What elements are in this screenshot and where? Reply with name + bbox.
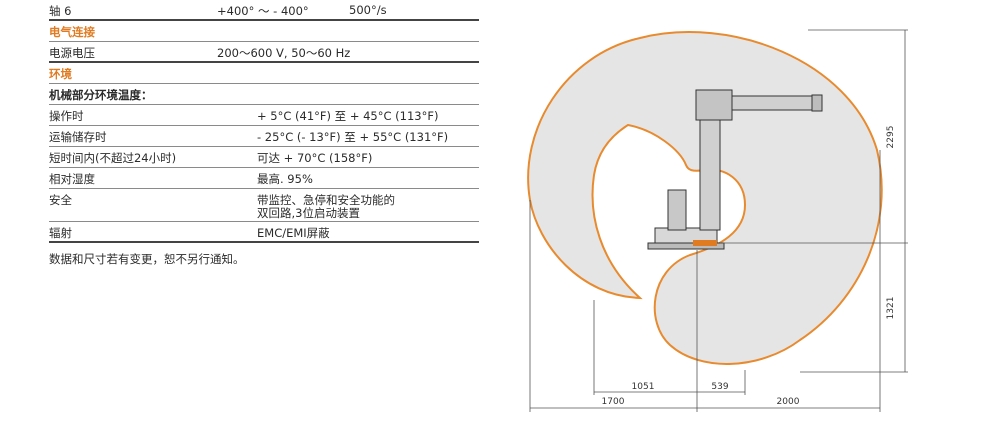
spec-row-operation: 操作时 + 5°C (41°F) 至 + 45°C (113°F)	[49, 105, 479, 126]
dimension-lines	[529, 29, 908, 412]
spec-label: 相对湿度	[49, 172, 95, 186]
robot-accent	[693, 240, 717, 246]
section-title: 环境	[49, 67, 72, 81]
spec-value: 可达 + 70°C (158°F)	[257, 151, 373, 165]
spec-label: 短时间内(不超过24小时)	[49, 151, 177, 165]
spec-speed: 500°/s	[349, 3, 387, 17]
robot-silhouette	[647, 89, 823, 250]
spec-label: 操作时	[49, 109, 84, 123]
dimension-2000: 2000	[777, 397, 800, 407]
spec-label: 轴 6	[49, 4, 72, 18]
spec-value: 200～600 V, 50～60 Hz	[217, 46, 351, 60]
robot-motor	[667, 189, 687, 231]
spec-value-line1: 带监控、急停和安全功能的	[257, 193, 395, 207]
subsection-title: 机械部分环境温度：	[49, 88, 153, 102]
spec-label: 辐射	[49, 226, 72, 240]
robot-wrist	[811, 94, 823, 112]
spec-row-voltage: 电源电压 200～600 V, 50～60 Hz	[49, 42, 479, 63]
disclaimer-note: 数据和尺寸若有变更，恕不另行通知。	[49, 252, 245, 266]
spec-row-ambient: 机械部分环境温度：	[49, 84, 479, 105]
spec-label: 运输储存时	[49, 130, 107, 144]
dimension-1700: 1700	[602, 397, 625, 407]
spec-row-safety: 安全 带监控、急停和安全功能的 双回路,3位启动装置	[49, 189, 479, 222]
dimension-1051: 1051	[632, 382, 655, 392]
spec-row-radiation: 辐射 EMC/EMI屏蔽	[49, 222, 479, 243]
section-title: 电气连接	[49, 25, 95, 39]
robot-base-foot	[647, 242, 725, 250]
spec-table: 轴 6 +400° ～ - 400° 500°/s 电气连接 电源电压 200～…	[49, 0, 479, 243]
dimension-2295: 2295	[886, 126, 896, 149]
spec-row-transport: 运输储存时 - 25°C (- 13°F) 至 + 55°C (131°F)	[49, 126, 479, 147]
spec-value: 最高. 95%	[257, 172, 313, 186]
spec-row-axis6: 轴 6 +400° ～ - 400° 500°/s	[49, 0, 479, 21]
spec-label: 电源电压	[49, 46, 95, 60]
spec-row-humidity: 相对湿度 最高. 95%	[49, 168, 479, 189]
spec-label: 安全	[49, 193, 72, 207]
section-electrical: 电气连接	[49, 21, 479, 42]
robot-head	[695, 89, 733, 121]
spec-value: +400° ～ - 400°	[217, 4, 309, 18]
robot-lower-arm	[699, 117, 721, 231]
working-envelope	[527, 31, 883, 365]
spec-row-short-term: 短时间内(不超过24小时) 可达 + 70°C (158°F)	[49, 147, 479, 168]
dimension-539: 539	[711, 382, 728, 392]
spec-value: - 25°C (- 13°F) 至 + 55°C (131°F)	[257, 130, 449, 144]
spec-value-line2: 双回路,3位启动装置	[257, 206, 360, 220]
section-environment: 环境	[49, 63, 479, 84]
spec-value: + 5°C (41°F) 至 + 45°C (113°F)	[257, 109, 439, 123]
spec-value: EMC/EMI屏蔽	[257, 226, 330, 240]
dimension-1321: 1321	[886, 297, 896, 320]
